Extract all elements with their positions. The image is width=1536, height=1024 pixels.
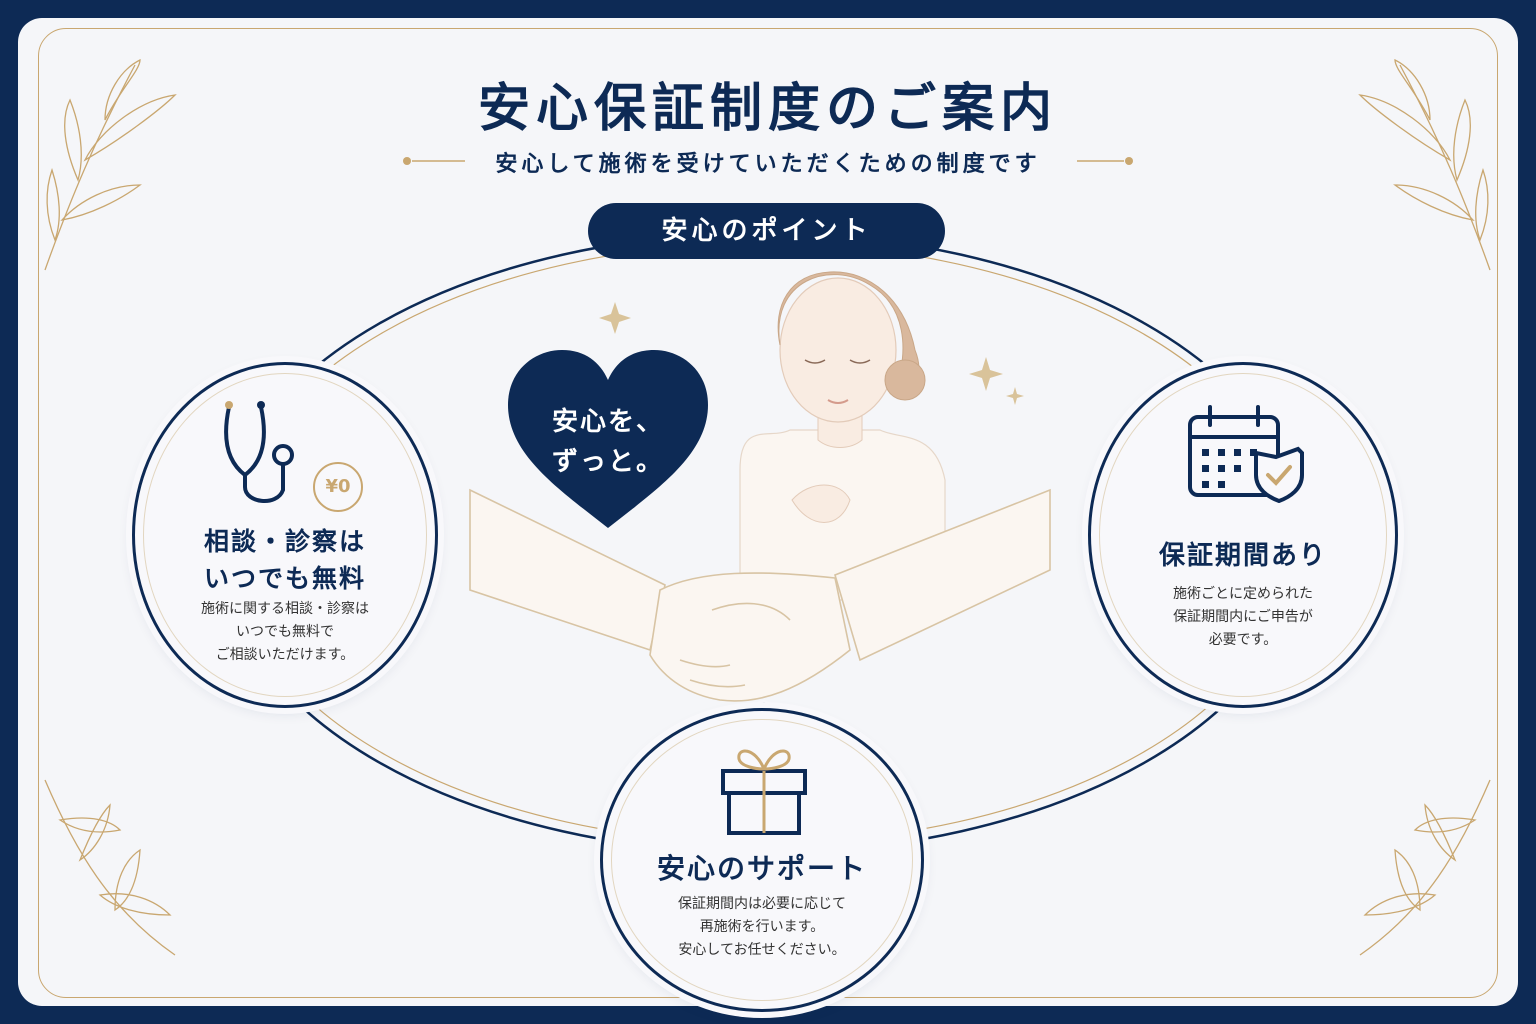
desc-line: 必要です。 bbox=[1208, 632, 1278, 648]
points-badge: 安心のポイント bbox=[588, 203, 945, 259]
heart-line-2: ずっと。 bbox=[551, 447, 664, 477]
point-card-support: 安心のサポート 保証期間内は必要に応じて 再施術を行います。 安心してお任せくだ… bbox=[600, 708, 924, 1012]
point-card-consultation: 相談・診察は いつでも無料 施術に関する相談・診察は いつでも無料で ご相談いた… bbox=[132, 362, 438, 708]
desc-line: 再施術を行います。 bbox=[699, 919, 825, 935]
page-title: 安心保証制度のご案内 bbox=[477, 78, 1058, 139]
point-desc-support: 保証期間内は必要に応じて 再施術を行います。 安心してお任せください。 bbox=[603, 893, 921, 962]
gift-icon bbox=[721, 749, 807, 835]
leaf-branch-bottom-right bbox=[1359, 779, 1491, 956]
leaf-branch-top-left bbox=[44, 58, 177, 271]
point-title-line-2: いつでも無料 bbox=[203, 564, 366, 593]
point-title-support: 安心のサポート bbox=[656, 852, 867, 885]
heart-message: 安心を、 ずっと。 bbox=[510, 402, 706, 482]
heart-shape bbox=[508, 350, 708, 528]
heart-line-1: 安心を、 bbox=[551, 407, 664, 437]
point-title-line-1: 相談・診察は bbox=[203, 527, 366, 556]
subtitle-ornament-left bbox=[403, 157, 465, 165]
desc-line: いつでも無料で bbox=[236, 624, 334, 640]
free-yen-badge: ¥0 bbox=[313, 462, 363, 512]
point-desc-consultation: 施術に関する相談・診察は いつでも無料で ご相談いただけます。 bbox=[135, 598, 435, 667]
point-card-warranty: 保証期間あり 施術ごとに定められた 保証期間内にご申告が 必要です。 bbox=[1088, 362, 1398, 708]
sparkle-icon bbox=[599, 302, 1024, 405]
desc-line: 安心してお任せください。 bbox=[678, 942, 846, 958]
leaf-branch-bottom-left bbox=[44, 779, 176, 956]
calendar-shield-icon bbox=[1188, 405, 1304, 503]
leaf-branch-top-right bbox=[1358, 58, 1491, 271]
point-title-warranty: 保証期間あり bbox=[1158, 541, 1327, 571]
page-subtitle: 安心して施術を受けていただくための制度です bbox=[495, 151, 1041, 177]
handshake-illustration bbox=[469, 488, 1051, 702]
desc-line: ご相談いただけます。 bbox=[215, 647, 355, 663]
desc-line: 保証期間内にご申告が bbox=[1173, 609, 1313, 625]
desc-line: 施術ごとに定められた bbox=[1173, 586, 1313, 602]
stethoscope-icon bbox=[224, 401, 294, 504]
point-title-consultation: 相談・診察は いつでも無料 bbox=[135, 523, 435, 597]
subtitle-row: 安心して施術を受けていただくための制度です bbox=[0, 146, 1536, 178]
point-desc-warranty: 施術ごとに定められた 保証期間内にご申告が 必要です。 bbox=[1091, 583, 1395, 652]
subtitle-ornament-right bbox=[1077, 157, 1133, 165]
desc-line: 保証期間内は必要に応じて bbox=[678, 896, 846, 912]
desc-line: 施術に関する相談・診察は bbox=[201, 601, 369, 617]
